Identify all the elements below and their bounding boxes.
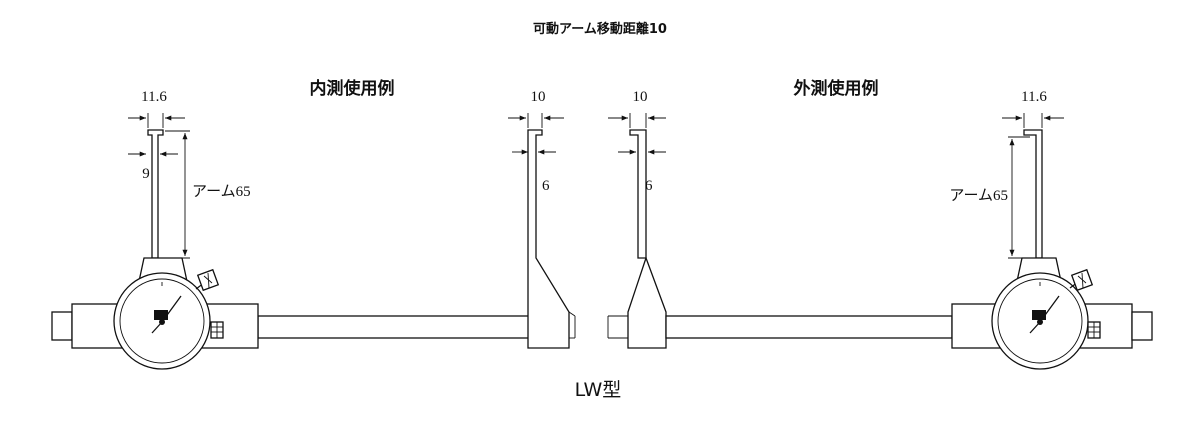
inner-jaw-right-shape <box>627 129 667 349</box>
left-dim-arm: アーム65 <box>192 184 251 200</box>
left-end-cap <box>51 311 73 341</box>
model-label: LW型 <box>575 379 622 401</box>
inner-jaw-right-dim-top: 10 <box>633 89 648 105</box>
left-measuring-arm <box>147 129 164 259</box>
left-beam <box>257 315 531 339</box>
inner-jaw-left: 10 6 <box>508 89 576 349</box>
left-example-title: 内測使用例 <box>310 78 395 99</box>
inner-jaw-right-dim-mid: 6 <box>645 178 653 194</box>
left-instrument: 内測使用例 <box>51 78 531 370</box>
right-dim-arm: アーム65 <box>949 188 1008 204</box>
left-dial-gauge-icon <box>113 272 211 370</box>
inner-jaw-left-dim-mid: 6 <box>542 178 550 194</box>
left-clamp-knob-icon <box>195 268 220 292</box>
right-clamp-knob-icon <box>1069 268 1094 292</box>
right-dial-gauge-icon <box>991 272 1089 370</box>
left-dim-tip-width: 11.6 <box>141 89 167 105</box>
inner-jaw-left-shape <box>527 129 570 349</box>
right-measuring-arm <box>1023 129 1043 259</box>
header-title: 可動アーム移動距離10 <box>533 21 667 37</box>
right-end-cap <box>1131 311 1153 341</box>
right-side-knob-icon <box>1087 321 1101 339</box>
right-instrument: 外測使用例 <box>665 78 1153 370</box>
right-example-title: 外測使用例 <box>794 78 879 99</box>
right-beam <box>665 315 953 339</box>
inner-jaw-left-dim-top: 10 <box>531 89 546 105</box>
inner-jaw-right: 10 6 <box>607 89 667 349</box>
left-side-knob-icon <box>210 321 224 339</box>
left-dim-tip-inner: 9 <box>142 166 150 182</box>
right-dim-tip-width: 11.6 <box>1021 89 1047 105</box>
